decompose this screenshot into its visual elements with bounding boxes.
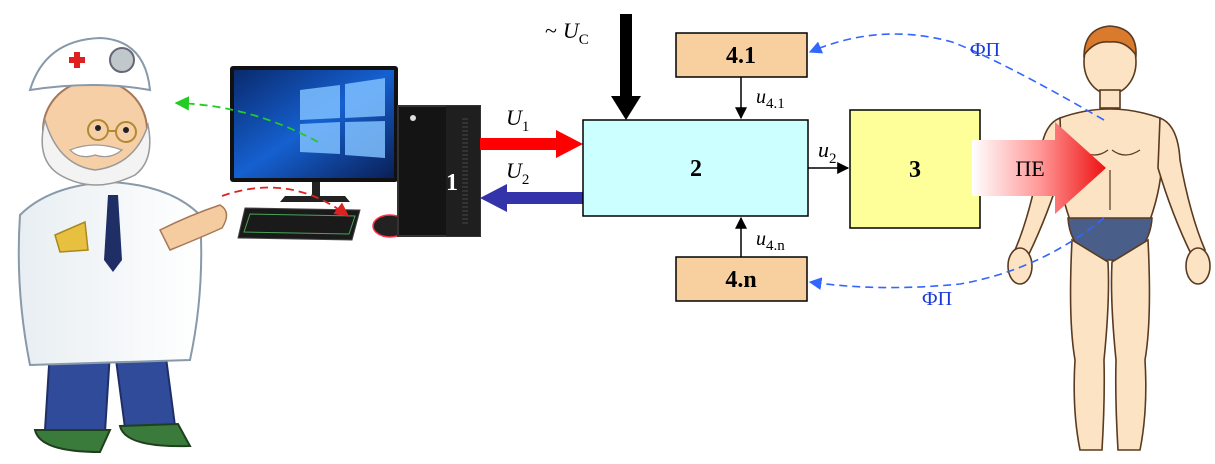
u1-label: U1 — [506, 105, 529, 135]
doctor-illustration — [19, 38, 227, 452]
arrow-u1 — [480, 130, 583, 158]
pe-label: ПЕ — [1015, 156, 1044, 181]
block-3-label: 3 — [909, 157, 921, 183]
out-u2-label: u2 — [818, 137, 837, 167]
dashed-arrow-blue-top — [810, 34, 1104, 120]
source-label: ~UC — [545, 18, 589, 48]
block-4-1-label: 4.1 — [726, 43, 756, 69]
block-2-label: 2 — [690, 156, 702, 182]
u41-label: u4.1 — [756, 86, 785, 112]
computer-illustration: 1 — [230, 66, 480, 240]
human-illustration — [1008, 26, 1210, 450]
block-4-n-label: 4.n — [725, 267, 756, 293]
arrow-source — [611, 14, 641, 120]
fp-label-bottom: ФП — [922, 288, 952, 310]
block-1-label: 1 — [446, 170, 458, 196]
fp-label-top: ФП — [970, 39, 1000, 61]
u4n-label: u4.n — [756, 228, 785, 254]
arrow-u2 — [480, 184, 583, 212]
u2-label: U2 — [506, 158, 529, 188]
